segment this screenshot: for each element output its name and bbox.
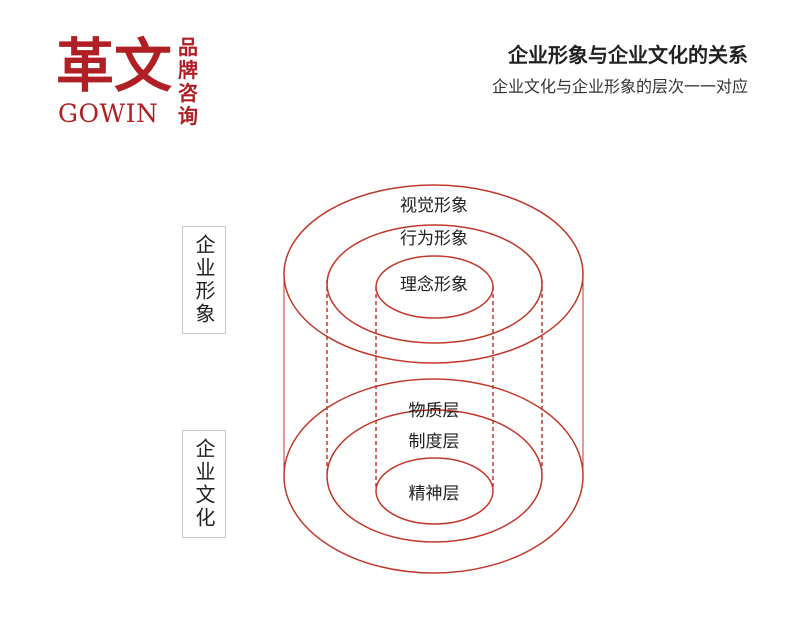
top-inner-ring: [375, 255, 494, 319]
logo-side-text: 品 牌 咨 询: [178, 36, 210, 128]
bottom-outer-ring: [283, 378, 584, 574]
brand-logo: 革文 品 牌 咨 询 GOWIN: [56, 34, 216, 134]
side-label-image: 企业形象: [192, 234, 216, 326]
side-label-box-image: 企业形象: [182, 226, 226, 334]
layer-label-behavior-image: 行为形象: [400, 229, 468, 249]
logo-side-char: 品: [178, 35, 198, 59]
logo-english-name: GOWIN: [58, 99, 159, 128]
logo-chinese-name: 革文: [56, 32, 173, 100]
logo-side-char: 询: [178, 104, 198, 128]
layer-label-spirit: 精神层: [409, 484, 460, 504]
layer-label-concept-image: 理念形象: [400, 274, 468, 295]
side-label-culture: 企业文化: [192, 438, 216, 530]
page-title: 企业形象与企业文化的关系: [508, 43, 748, 67]
bottom-middle-ring: [326, 409, 543, 543]
logo-side-char: 牌: [178, 58, 198, 82]
layer-label-visual-image: 视觉形象: [400, 196, 468, 216]
logo-side-char: 咨: [178, 81, 198, 105]
top-middle-ring: [326, 224, 543, 344]
top-outer-ring: [283, 184, 584, 364]
bottom-inner-ring: [375, 457, 494, 525]
page-subtitle: 企业文化与企业形象的层次一一对应: [491, 77, 748, 96]
layer-label-system: 制度层: [409, 432, 460, 452]
side-label-box-culture: 企业文化: [182, 430, 226, 538]
layer-label-material: 物质层: [409, 401, 460, 421]
